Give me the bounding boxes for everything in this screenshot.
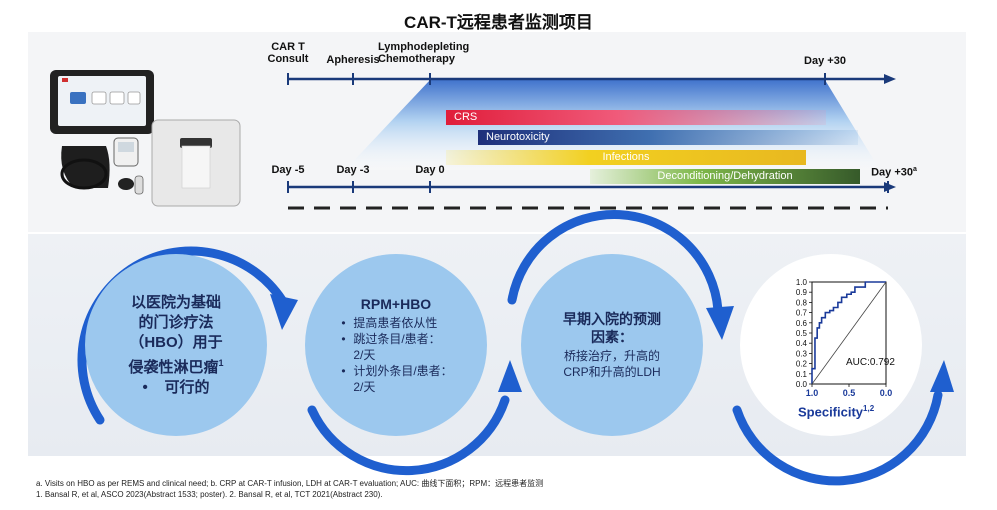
c2-item-1: 提高患者依从性 bbox=[339, 315, 452, 331]
c1-line-5: • 可行的 bbox=[142, 378, 210, 396]
risk-bar-infections: Infections bbox=[446, 150, 806, 165]
x-tick-label: 0.5 bbox=[843, 388, 856, 398]
x-tick-label: 0.0 bbox=[880, 388, 893, 398]
day-minus-3: Day -3 bbox=[336, 164, 370, 176]
bp-monitor-icon bbox=[113, 137, 139, 167]
day-0: Day 0 bbox=[415, 164, 445, 176]
circle-hbo-feasible: 以医院为基础 的门诊疗法 （HBO）用于 侵袭性淋巴瘤1 • 可行的 bbox=[85, 254, 267, 436]
top-timeline-arrowhead bbox=[884, 74, 896, 84]
tablet-icon bbox=[50, 70, 154, 134]
y-tick-label: 0.5 bbox=[796, 329, 808, 338]
y-tick-label: 0.1 bbox=[796, 370, 808, 379]
circle-admission-predictors: 早期入院的预测 因素： 桥接治疗，升高的 CRP和升高的LDH bbox=[521, 254, 703, 436]
c3-heading-1: 早期入院的预测 bbox=[563, 311, 661, 327]
arc-arrow-3 bbox=[507, 210, 723, 315]
auc-label: AUC:0.792 bbox=[846, 357, 895, 368]
c1-line-1: 以医院为基础 bbox=[130, 293, 221, 311]
c2-heading: RPM+HBO bbox=[360, 295, 432, 312]
y-tick-label: 0.4 bbox=[796, 339, 808, 348]
event-day-30: Day +30 bbox=[804, 55, 846, 67]
day-30-bottom: Day +30a bbox=[871, 166, 917, 179]
footnotes: a. Visits on HBO as per REMS and clinica… bbox=[36, 478, 543, 500]
y-tick-label: 0.8 bbox=[796, 298, 808, 307]
event-lymphodepleting-chemo: Lymphodepleting Chemotherapy bbox=[378, 41, 470, 65]
risk-bar-deconditioning: Deconditioning/Dehydration bbox=[590, 169, 860, 184]
arc-arrow-2 bbox=[307, 395, 510, 476]
roc-series bbox=[811, 281, 887, 385]
blood-pressure-cuff-icon bbox=[60, 146, 110, 190]
c1-line-3: （HBO）用于 bbox=[129, 333, 223, 351]
arrowhead-3 bbox=[706, 306, 734, 340]
y-tick-label: 0.6 bbox=[796, 319, 808, 328]
reference-diagonal bbox=[811, 281, 887, 385]
c1-line-4: 侵袭性淋巴瘤1 bbox=[128, 357, 224, 376]
c2-list: 提高患者依从性 跳过条目/患者： 2/天 计划外条目/患者： 2/天 bbox=[339, 315, 452, 395]
arrowhead-4 bbox=[930, 360, 954, 392]
y-tick-label: 0.9 bbox=[796, 288, 808, 297]
c2-item-3: 计划外条目/患者： 2/天 bbox=[339, 363, 452, 395]
arc-arrow-4 bbox=[732, 390, 943, 486]
car-t-timeline bbox=[287, 73, 896, 210]
risk-bar-crs: CRS bbox=[446, 110, 826, 125]
event-apheresis: Apheresis bbox=[326, 54, 380, 66]
event-car-t-consult: CAR T Consult bbox=[267, 41, 309, 65]
rpm-devices-illustration bbox=[50, 70, 241, 207]
y-tick-label: 0.7 bbox=[796, 309, 808, 318]
roc-xlabel: Specificity1,2 bbox=[798, 404, 875, 420]
footnote-a: a. Visits on HBO as per REMS and clinica… bbox=[36, 479, 544, 488]
day-minus-5: Day -5 bbox=[271, 164, 305, 176]
y-tick-label: 0.0 bbox=[796, 380, 808, 389]
page-title: CAR-T远程患者监测项目 bbox=[404, 13, 593, 32]
c3-body-2: CRP和升高的LDH bbox=[563, 365, 661, 379]
y-tick-label: 0.3 bbox=[796, 349, 808, 358]
risk-window-shape bbox=[345, 80, 880, 170]
pulse-oximeter-icon bbox=[118, 175, 144, 195]
circle-roc-chart bbox=[740, 254, 922, 436]
y-tick-label: 1.0 bbox=[796, 278, 808, 287]
footnote-refs: 1. Bansal R, et al, ASCO 2023(Abstract 1… bbox=[36, 490, 383, 499]
arrowhead-1 bbox=[270, 294, 298, 330]
c3-body-1: 桥接治疗，升高的 bbox=[563, 349, 660, 363]
y-tick-label: 0.2 bbox=[796, 360, 808, 369]
arrowhead-2 bbox=[498, 360, 522, 392]
circle-rpm-hbo: RPM+HBO 提高患者依从性 跳过条目/患者： 2/天 计划外条目/患者： 2… bbox=[305, 254, 487, 436]
risk-bar-neurotoxicity: Neurotoxicity bbox=[478, 130, 858, 145]
roc-curve bbox=[811, 281, 886, 384]
x-tick-label: 1.0 bbox=[806, 388, 819, 398]
c3-heading-2: 因素： bbox=[591, 329, 633, 345]
c1-line-2: 的门诊疗法 bbox=[138, 313, 214, 331]
weight-scale-icon bbox=[151, 119, 241, 207]
c2-item-2: 跳过条目/患者： 2/天 bbox=[339, 331, 452, 363]
